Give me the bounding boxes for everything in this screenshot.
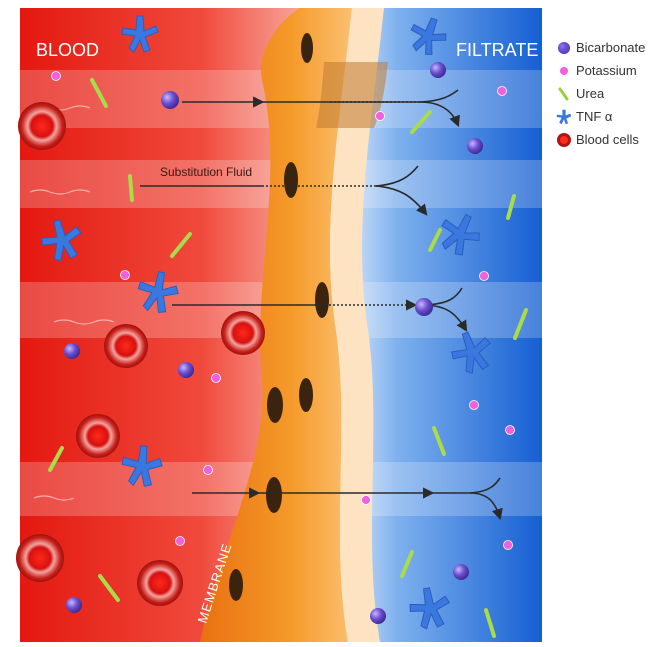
bicarbonate-icon bbox=[556, 40, 572, 56]
legend-item-tnf-alpha: TNF α bbox=[556, 107, 645, 126]
legend-item-bicarbonate: Bicarbonate bbox=[556, 38, 645, 57]
legend: Bicarbonate Potassium Urea TNF α Blood c… bbox=[556, 38, 645, 153]
potassium-icon bbox=[556, 63, 572, 79]
legend-label: Bicarbonate bbox=[576, 40, 645, 55]
blood-cell-icon bbox=[556, 132, 572, 148]
legend-label: Urea bbox=[576, 86, 604, 101]
legend-item-urea: Urea bbox=[556, 84, 645, 103]
legend-item-blood-cells: Blood cells bbox=[556, 130, 645, 149]
legend-label: Blood cells bbox=[576, 132, 639, 147]
legend-label: Potassium bbox=[576, 63, 637, 78]
blood-label: BLOOD bbox=[36, 40, 99, 60]
legend-label: TNF α bbox=[576, 109, 612, 124]
substitution-fluid-label: Substitution Fluid bbox=[160, 165, 252, 179]
urea-icon bbox=[556, 86, 572, 102]
tnf-alpha-icon bbox=[556, 109, 572, 125]
legend-item-potassium: Potassium bbox=[556, 61, 645, 80]
filtrate-label: FILTRATE bbox=[456, 40, 538, 60]
